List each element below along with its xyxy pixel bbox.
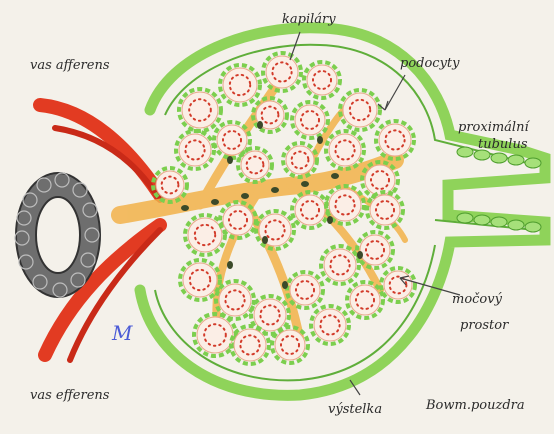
capillary-loop (292, 192, 328, 228)
label-vas-efferens: vas efferens (30, 388, 109, 403)
label-podocyty: podocyty (400, 56, 460, 71)
capillary-loop (283, 143, 317, 177)
label-vystelka: výstelka (328, 402, 382, 417)
capillary-loop (287, 272, 323, 308)
label-proximalni-1: proximální (458, 120, 529, 135)
capillary-loop (194, 314, 236, 356)
label-mocovy-2: prostor (460, 318, 508, 333)
capillary-loop (220, 65, 260, 105)
capillary-loop (347, 282, 383, 318)
capillary-loop (256, 211, 294, 249)
capillary-loop (220, 202, 256, 238)
capillary-loop (304, 62, 340, 98)
capillary-loop (185, 215, 225, 255)
capillary-loop (176, 131, 214, 169)
signature-mark: M (112, 326, 132, 341)
capillary-loop (326, 131, 364, 169)
label-proximalni-2: tubulus (478, 137, 528, 152)
capillary-loop (340, 90, 380, 130)
capillary-loop (376, 121, 414, 159)
capillary-loop (272, 327, 308, 363)
label-kapilary: kapiláry (282, 12, 336, 27)
capillary-loop (179, 89, 221, 131)
label-bowman: Bowm.pouzdra (426, 398, 525, 413)
capillary-loop (292, 102, 328, 138)
label-mocovy-1: močový (452, 292, 502, 307)
capillary-loop (357, 232, 393, 268)
capillary-loop (263, 53, 301, 91)
capillary-loop (311, 306, 349, 344)
capillary-loop (381, 268, 415, 302)
label-vas-afferens: vas afferens (30, 58, 110, 73)
macula-densa (15, 173, 100, 297)
capillary-loop (238, 148, 272, 182)
